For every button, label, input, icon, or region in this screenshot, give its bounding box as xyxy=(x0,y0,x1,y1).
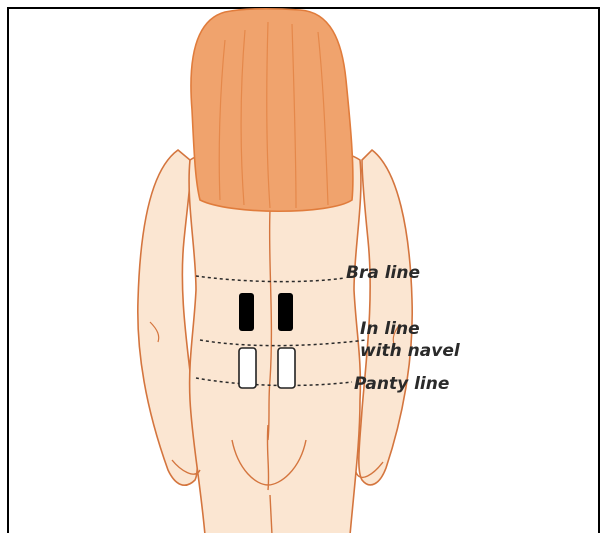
navel-line-label-2: with navel xyxy=(360,341,461,361)
bra-line-label: Bra line xyxy=(346,263,420,283)
electrode-pad-outline-left xyxy=(239,348,256,388)
panty-line-label: Panty line xyxy=(354,374,449,394)
electrode-pad-filled-left xyxy=(239,293,254,331)
hair xyxy=(191,9,353,212)
navel-line-label-1: In line xyxy=(360,319,420,339)
electrode-pad-outline-right xyxy=(278,348,295,388)
electrode-pad-filled-right xyxy=(278,293,293,331)
